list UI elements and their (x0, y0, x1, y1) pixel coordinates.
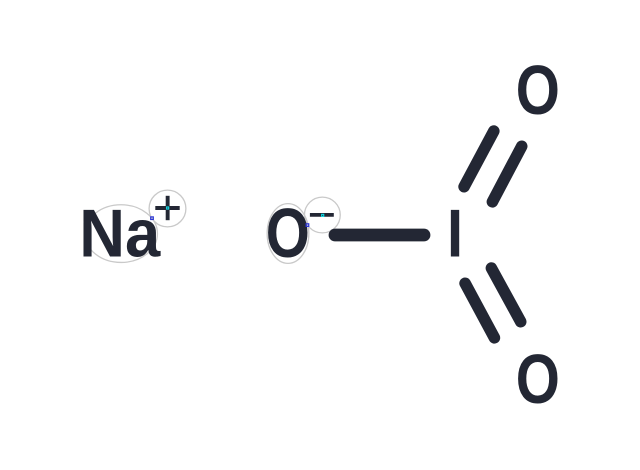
svg-text:I: I (447, 196, 463, 271)
svg-text:Na: Na (79, 196, 160, 272)
svg-text:O: O (266, 195, 310, 272)
svg-text:O: O (516, 342, 560, 419)
svg-text:O: O (516, 52, 560, 129)
